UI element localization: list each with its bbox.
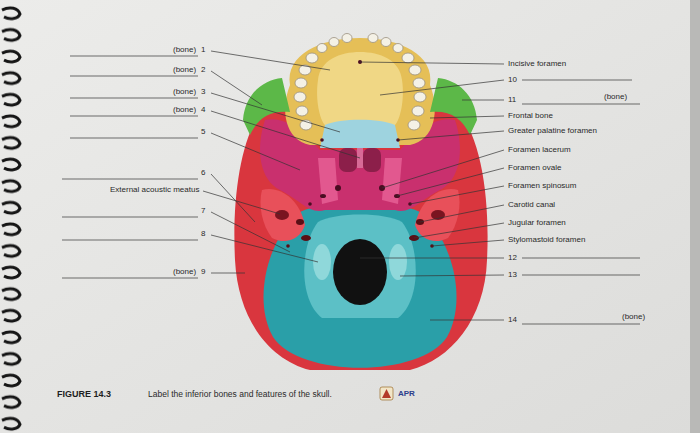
feature-label: Stylomastoid foramen [508, 235, 585, 245]
bone-blank-label: (bone) [604, 92, 627, 102]
bone-blank-label: (bone) [173, 65, 196, 75]
feature-label: Foramen spinosum [508, 181, 576, 191]
feature-label: Incisive foramen [508, 59, 566, 69]
callout-number: 11 [508, 95, 516, 105]
callout-number: 3 [201, 87, 205, 97]
callout-number: 7 [201, 206, 205, 216]
feature-label: Frontal bone [508, 111, 553, 121]
callout-number: 13 [508, 270, 517, 280]
bone-blank-label: (bone) [622, 312, 645, 322]
callout-number: 1 [201, 45, 205, 55]
callout-number: 5 [201, 127, 205, 137]
feature-label: Foramen ovale [508, 163, 561, 173]
bone-blank-label: (bone) [173, 87, 196, 97]
bone-blank-label: (bone) [173, 45, 196, 55]
callout-number: 14 [508, 315, 517, 325]
bone-blank-label: (bone) [173, 267, 196, 277]
figure-number: FIGURE 14.3 [57, 389, 111, 399]
feature-label: Jugular foramen [508, 218, 566, 228]
apr-badge: APR [398, 389, 415, 399]
feature-label: Foramen lacerum [508, 145, 571, 155]
feature-label: Carotid canal [508, 200, 555, 210]
callout-number: 8 [201, 229, 205, 239]
feature-label: Greater palatine foramen [508, 126, 597, 136]
callout-number: 9 [201, 267, 205, 277]
bone-blank-label: (bone) [173, 105, 196, 115]
caption-text: Label the inferior bones and features of… [148, 389, 332, 399]
callout-number: 6 [201, 168, 205, 178]
callout-number: 2 [201, 65, 205, 75]
callout-number: 12 [508, 253, 517, 263]
callout-number: 4 [201, 105, 205, 115]
callout-number: 10 [508, 75, 517, 85]
feature-label: External acoustic meatus [110, 185, 199, 195]
